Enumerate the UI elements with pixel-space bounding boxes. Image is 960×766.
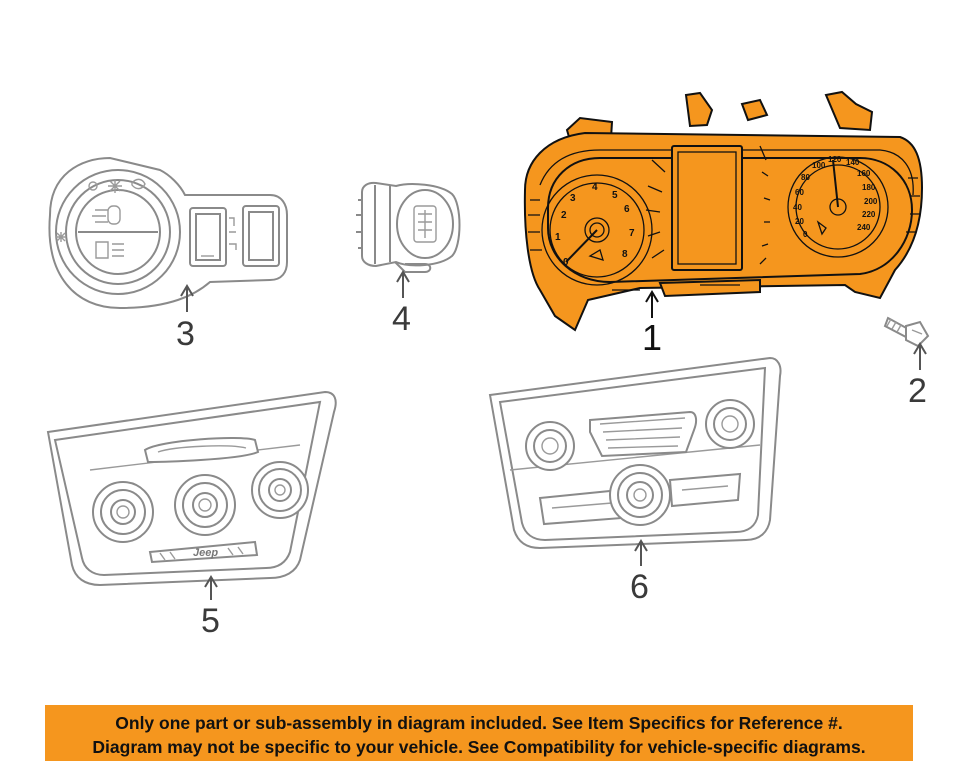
tach-label-7: 7 [629,228,635,239]
speed-label-60: 60 [795,188,804,197]
tach-label-0: 0 [563,257,569,268]
callout-6: 6 [630,568,649,606]
tach-label-5: 5 [612,190,618,201]
switch-module-part[interactable] [356,181,461,273]
tach-label-4: 4 [592,182,598,193]
tach-label-6: 6 [624,204,630,215]
jeep-badge-text: Jeep [193,547,218,559]
callout-1: 1 [642,317,662,358]
callout-4: 4 [392,300,411,338]
leader-4 [396,270,410,298]
screw-part[interactable] [883,316,930,348]
speed-label-20: 20 [795,217,804,226]
leader-2 [913,342,927,370]
speed-label-40: 40 [793,203,802,212]
leader-5 [204,575,218,600]
disclaimer-line-2: Diagram may not be specific to your vehi… [92,737,866,757]
parts-diagram: 3 4 [46,90,930,640]
callout-5: 5 [201,602,220,640]
tach-label-3: 3 [570,193,576,204]
leader-3 [180,284,194,312]
speed-label-160: 160 [857,169,871,178]
tach-label-8: 8 [622,249,628,260]
speed-label-200: 200 [864,197,878,206]
speed-label-220: 220 [862,210,876,219]
disclaimer-banner: Only one part or sub-assembly in diagram… [45,705,913,761]
instrument-cluster-part[interactable] [523,90,924,332]
speed-label-140: 140 [846,158,860,167]
headlamp-switch-part[interactable] [48,156,288,310]
climate-control-panel-part[interactable]: Jeep [46,390,337,587]
radio-control-panel-part[interactable] [488,356,782,550]
tach-label-1: 1 [555,232,561,243]
callout-3: 3 [176,315,195,353]
speed-label-240: 240 [857,223,871,232]
disclaimer-line-1: Only one part or sub-assembly in diagram… [115,713,843,733]
speed-label-100: 100 [812,161,826,170]
speedometer-labels: 0 20 40 60 80 100 120 140 160 180 200 22… [793,155,878,239]
leader-6 [634,539,648,566]
leader-1 [645,290,659,318]
speed-label-180: 180 [862,183,876,192]
speed-label-80: 80 [801,173,810,182]
tach-label-2: 2 [561,210,567,221]
callout-2: 2 [908,372,927,410]
speed-label-120: 120 [828,155,842,164]
speed-label-0: 0 [803,230,808,239]
tachometer-labels: 0 1 2 3 4 5 6 7 8 [555,182,635,268]
